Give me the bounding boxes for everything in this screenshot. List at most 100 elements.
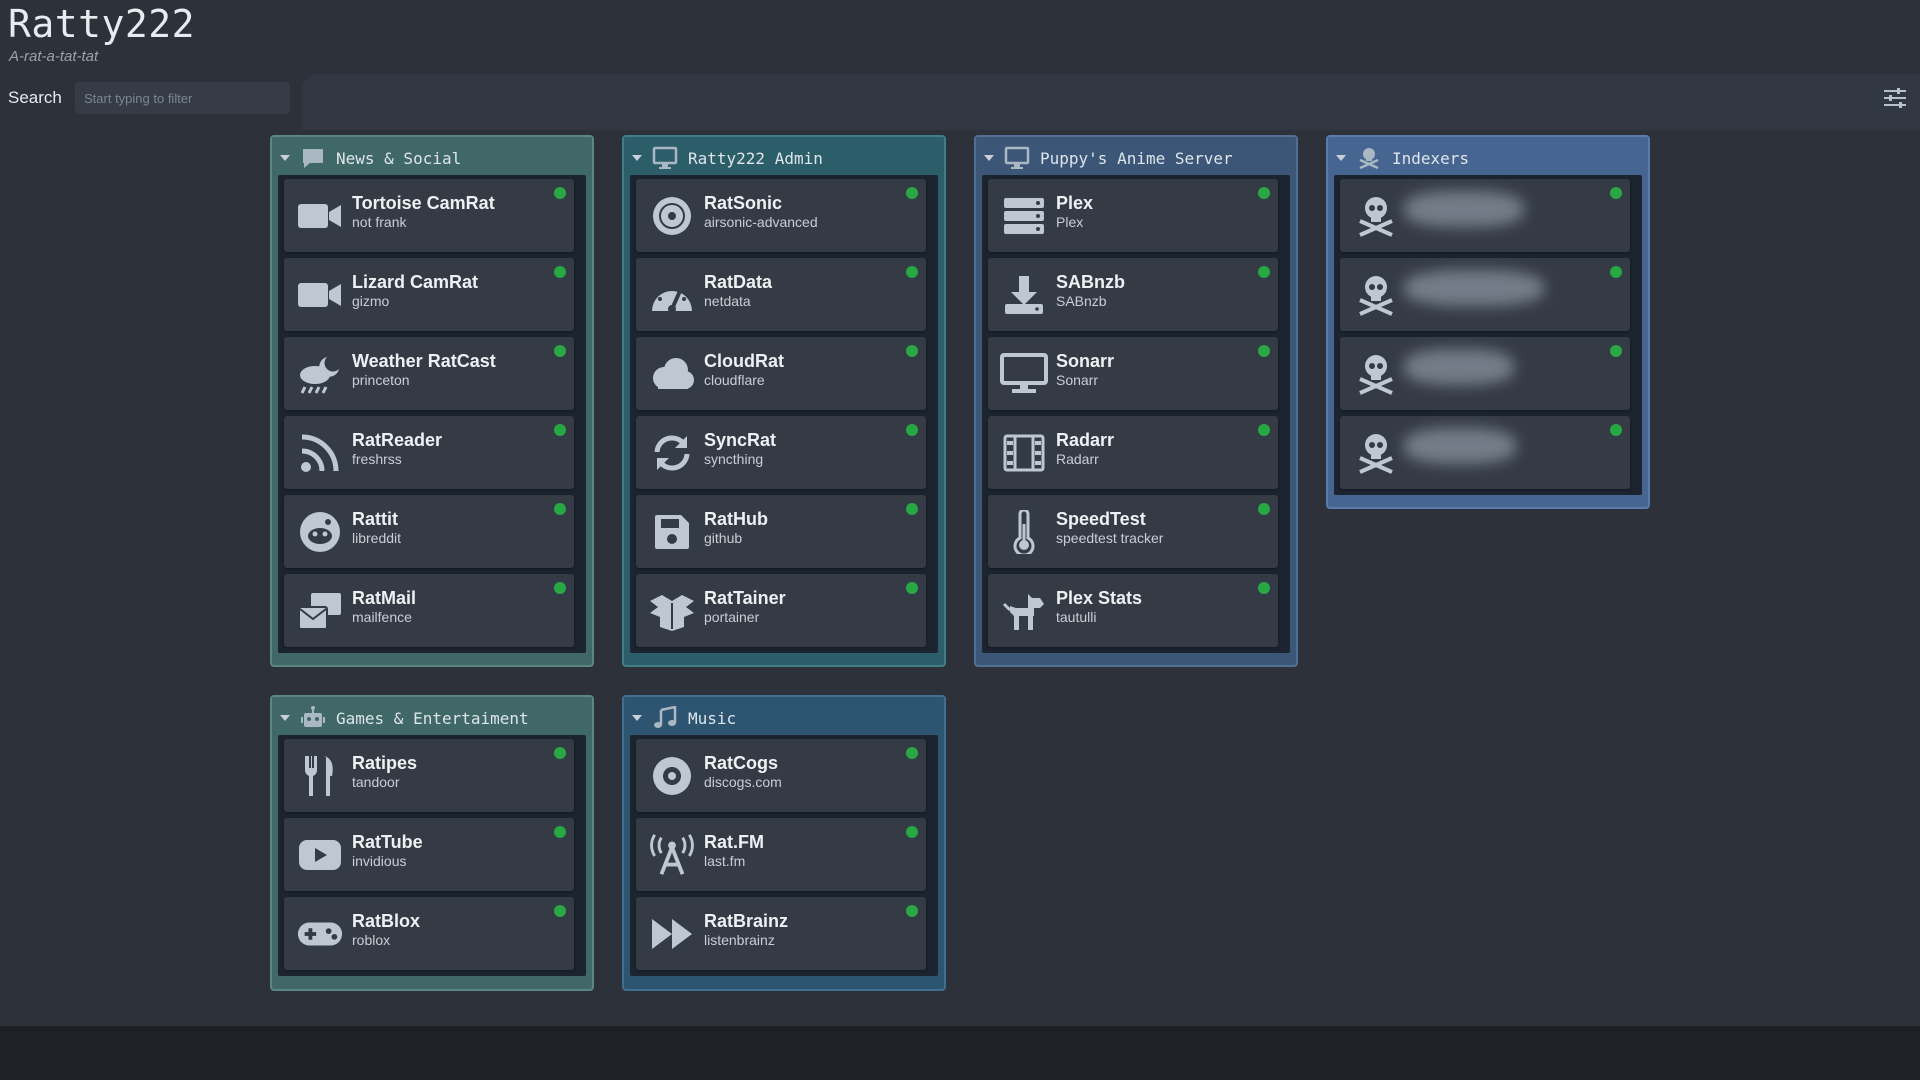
service-card-radarr[interactable]: Radarr Radarr <box>988 416 1278 489</box>
card-title: RatBlox <box>352 911 421 931</box>
section-title: Music <box>688 708 737 728</box>
status-indicator <box>906 345 918 357</box>
service-card-sabnzb[interactable]: SABnzb SABnzb <box>988 258 1278 331</box>
status-indicator <box>554 345 566 357</box>
thermometer-icon <box>1000 509 1048 555</box>
service-card-ratbrainz[interactable]: RatBrainz listenbrainz <box>636 897 926 970</box>
card-title: RatSonic <box>704 193 783 213</box>
card-subtitle: speedtest tracker <box>1056 530 1164 546</box>
service-card-sonarr[interactable]: Sonarr Sonarr <box>988 337 1278 410</box>
collapse-caret-icon[interactable] <box>280 155 290 161</box>
mail-bulk-icon <box>296 588 344 634</box>
service-card-ratcogs[interactable]: RatCogs discogs.com <box>636 739 926 812</box>
collapse-caret-icon[interactable] <box>632 155 642 161</box>
service-card-ratmail[interactable]: RatMail mailfence <box>284 574 574 647</box>
service-card-ratipes[interactable]: Ratipes tandoor <box>284 739 574 812</box>
card-title: RatHub <box>704 509 768 529</box>
status-indicator <box>554 826 566 838</box>
fast-forward-icon <box>648 911 696 957</box>
card-title: Rat.FM <box>704 832 764 852</box>
card-title: RatData <box>704 272 773 292</box>
indexer-card[interactable] <box>1340 337 1630 410</box>
youtube-icon <box>296 832 344 878</box>
card-subtitle: syncthing <box>704 451 764 467</box>
status-indicator <box>1258 582 1270 594</box>
status-indicator <box>906 826 918 838</box>
service-card-rathub[interactable]: RatHub github <box>636 495 926 568</box>
card-title: RatTube <box>352 832 423 852</box>
card-subtitle: last.fm <box>704 853 746 869</box>
service-card-syncrat[interactable]: SyncRat syncthing <box>636 416 926 489</box>
service-card-rattit[interactable]: Rattit libreddit <box>284 495 574 568</box>
monitor-icon <box>1004 146 1030 169</box>
card-title: Sonarr <box>1056 351 1115 371</box>
section-ratty222-admin: Ratty222 Admin RatSonic airsonic-advance… <box>622 135 946 667</box>
service-card-weather-ratcast[interactable]: Weather RatCast princeton <box>284 337 574 410</box>
status-indicator <box>906 187 918 199</box>
card-subtitle: github <box>704 530 743 546</box>
section-header[interactable]: Ratty222 Admin <box>630 141 938 175</box>
card-subtitle: Radarr <box>1056 451 1099 467</box>
status-indicator <box>906 266 918 278</box>
card-subtitle: netdata <box>704 293 751 309</box>
status-indicator <box>1258 266 1270 278</box>
service-card-tortoise-camrat[interactable]: Tortoise CamRat not frank <box>284 179 574 252</box>
card-title: SpeedTest <box>1056 509 1146 529</box>
service-card-lizard-camrat[interactable]: Lizard CamRat gizmo <box>284 258 574 331</box>
section-header[interactable]: Puppy's Anime Server <box>982 141 1290 175</box>
service-card-ratblox[interactable]: RatBlox roblox <box>284 897 574 970</box>
indexer-card[interactable] <box>1340 416 1630 489</box>
card-subtitle: portainer <box>704 609 760 625</box>
status-indicator <box>554 582 566 594</box>
service-card-ratdata[interactable]: RatData netdata <box>636 258 926 331</box>
service-card-ratreader[interactable]: RatReader freshrss <box>284 416 574 489</box>
card-subtitle: not frank <box>352 214 407 230</box>
card-title: RatReader <box>352 430 443 450</box>
collapse-caret-icon[interactable] <box>1336 155 1346 161</box>
status-indicator <box>1258 345 1270 357</box>
card-title: SyncRat <box>704 430 777 450</box>
section-music: Music RatCogs discogs.com Rat.FM last.fm… <box>622 695 946 991</box>
collapse-caret-icon[interactable] <box>984 155 994 161</box>
settings-sliders-icon[interactable] <box>1882 86 1908 110</box>
indexer-card[interactable] <box>1340 179 1630 252</box>
cloud-moon-rain-icon <box>296 351 344 397</box>
status-indicator <box>554 503 566 515</box>
card-title: Rattit <box>352 509 398 529</box>
collapse-caret-icon[interactable] <box>632 715 642 721</box>
floppy-disk-icon <box>648 509 696 555</box>
section-header[interactable]: Games & Entertaiment <box>278 701 586 735</box>
section-indexers: Indexers <box>1326 135 1650 509</box>
service-card-rat-fm[interactable]: Rat.FM last.fm <box>636 818 926 891</box>
card-subtitle: listenbrainz <box>704 932 775 948</box>
section-header[interactable]: News & Social <box>278 141 586 175</box>
indexer-card[interactable] <box>1340 258 1630 331</box>
section-title: Puppy's Anime Server <box>1040 148 1233 168</box>
service-card-ratsonic[interactable]: RatSonic airsonic-advanced <box>636 179 926 252</box>
service-card-plex-stats[interactable]: Plex Stats tautulli <box>988 574 1278 647</box>
redacted-title <box>1404 428 1516 464</box>
robot-icon <box>301 706 325 727</box>
status-indicator <box>1258 503 1270 515</box>
status-indicator <box>906 582 918 594</box>
service-card-rattube[interactable]: RatTube invidious <box>284 818 574 891</box>
card-subtitle: invidious <box>352 853 407 869</box>
section-body: Plex Plex SABnzb SABnzb Sonarr Sonarr Ra… <box>982 175 1290 653</box>
status-indicator <box>554 905 566 917</box>
card-subtitle: tautulli <box>1056 609 1097 625</box>
card-subtitle: cloudflare <box>704 372 765 388</box>
service-card-speedtest[interactable]: SpeedTest speedtest tracker <box>988 495 1278 568</box>
collapse-caret-icon[interactable] <box>280 715 290 721</box>
section-header[interactable]: Indexers <box>1334 141 1642 175</box>
service-card-rattainer[interactable]: RatTainer portainer <box>636 574 926 647</box>
service-card-cloudrat[interactable]: CloudRat cloudflare <box>636 337 926 410</box>
video-camera-icon <box>296 272 344 318</box>
card-subtitle: airsonic-advanced <box>704 214 818 230</box>
card-title: SABnzb <box>1056 272 1125 292</box>
search-input[interactable] <box>75 82 290 114</box>
reddit-icon <box>296 509 344 555</box>
section-header[interactable]: Music <box>630 701 938 735</box>
service-card-plex[interactable]: Plex Plex <box>988 179 1278 252</box>
record-icon <box>648 193 696 239</box>
card-subtitle: discogs.com <box>704 774 782 790</box>
